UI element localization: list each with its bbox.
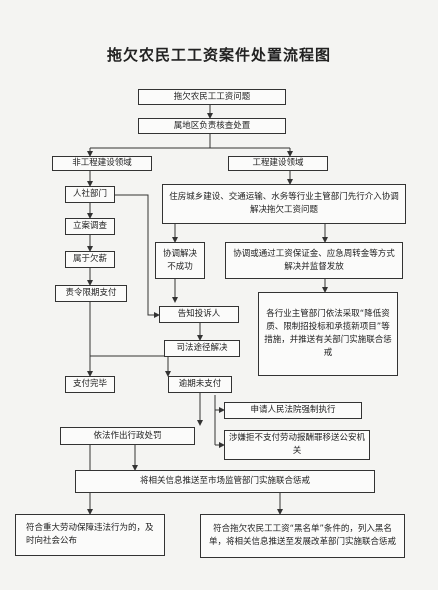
node-case-investigate: 立案调查 (65, 218, 115, 235)
node-judicial-route: 司法途径解决 (164, 340, 240, 357)
node-is-owed: 属于欠薪 (65, 251, 115, 268)
node-admin-penalty: 依法作出行政处罚 (60, 427, 195, 445)
node-hr-dept: 人社部门 (65, 186, 115, 203)
node-local-check: 属地区负责核查处置 (138, 118, 286, 134)
node-order-pay: 责令限期支付 (55, 285, 127, 302)
node-problem: 拖欠农民工工资问题 (138, 89, 286, 105)
page-title: 拖欠农民工工资案件处置流程图 (106, 46, 331, 64)
node-coordinate-fail: 协调解决 不成功 (155, 242, 205, 279)
node-inform-complainant: 告知投诉人 (159, 306, 239, 323)
node-push-market: 将相关信息推送至市场监管部门实施联合惩戒 (75, 470, 375, 493)
node-coordinate-methods: 协调或通过工资保证金、应急周转金等方式解决并监督发放 (225, 242, 403, 279)
node-engineering: 工程建设领域 (228, 156, 328, 171)
node-apply-court: 申请人民法院强制执行 (224, 402, 362, 419)
node-overdue-unpaid: 逾期未支付 (168, 376, 232, 393)
node-suspected-refusal: 涉嫌拒不支付劳动报酬罪移送公安机关 (224, 430, 370, 460)
node-paid-done: 支付完毕 (65, 376, 115, 393)
node-non-engineering: 非工程建设领域 (52, 156, 152, 171)
node-dept-intervene: 住房城乡建设、交通运输、水务等行业主管部门先行介入协调解决拖欠工资问题 (162, 184, 406, 224)
node-major-violation: 符合重大劳动保障违法行为的，及时向社会公布 (15, 514, 165, 556)
node-blacklist: 符合拖欠农民工工资“黑名单”条件的，列入黑名单，将相关信息推送至发展改革部门实施… (200, 514, 405, 558)
node-sector-measures: 各行业主管部门依法采取“降低资质、限制招投标和承揽新项目”等措施，并推送有关部门… (258, 292, 398, 376)
